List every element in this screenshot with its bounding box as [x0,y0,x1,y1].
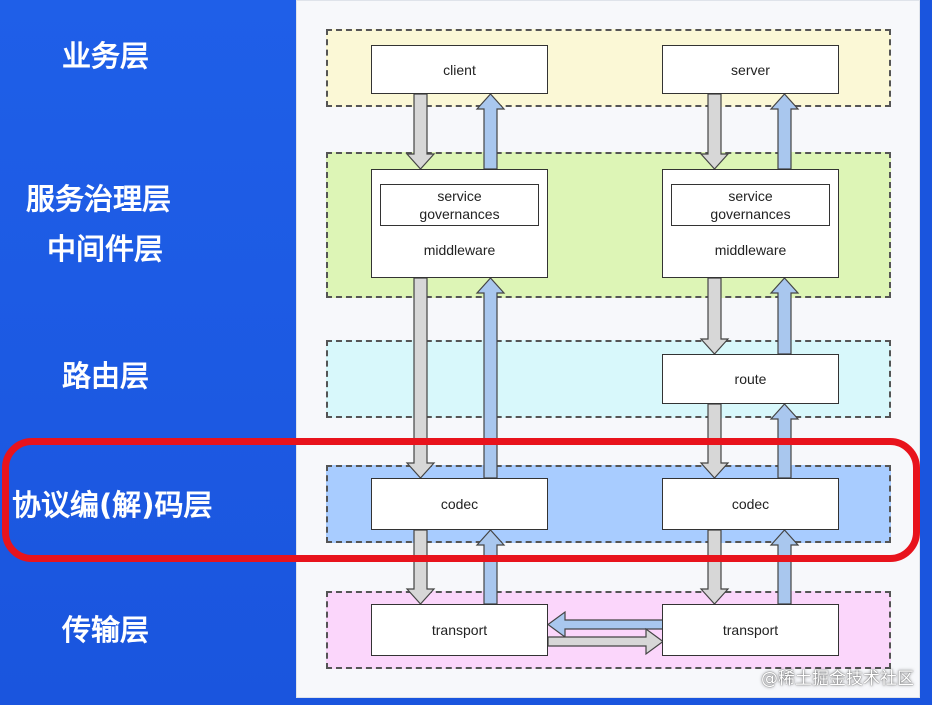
watermark-text: @稀土掘金技术社区 [761,669,914,689]
server-codec-box: codec [662,478,839,530]
client-down-arrow [405,93,436,605]
server-middleware-box: service governances middleware [662,169,839,278]
client-governances-label: governances [419,206,500,222]
layer-label-panel: 业务层 服务治理层 中间件层 路由层 协议编(解)码层 传输层 [0,0,296,705]
client-box: client [371,45,548,94]
layer-label-routing: 路由层 [62,359,150,393]
client-up-arrow [475,93,506,605]
layer-label-middleware: 中间件层 [47,232,164,266]
layer-label-governance: 服务治理层 [26,182,172,216]
client-middleware-label: middleware [423,242,496,258]
server-box: server [662,45,839,94]
layer-label-business: 业务层 [62,39,150,73]
client-middleware-box: service governances middleware [371,169,548,278]
client-service-label: service [437,188,482,204]
client-codec-box: codec [371,478,548,530]
layer-label-transport: 传输层 [62,613,150,647]
server-transport-box: transport [662,604,839,656]
layer-label-codec: 协议编(解)码层 [12,488,213,522]
server-route-box: route [662,354,839,404]
server-service-label: service [728,188,773,204]
right-border [920,0,932,705]
client-to-server-arrow [547,627,665,656]
server-service-governances-box: service governances [671,184,830,226]
bottom-border [296,698,920,705]
client-transport-box: transport [371,604,548,656]
server-middleware-label: middleware [714,242,787,258]
codec-layer-highlight [2,438,920,562]
client-service-governances-box: service governances [380,184,539,226]
server-governances-label: governances [710,206,791,222]
